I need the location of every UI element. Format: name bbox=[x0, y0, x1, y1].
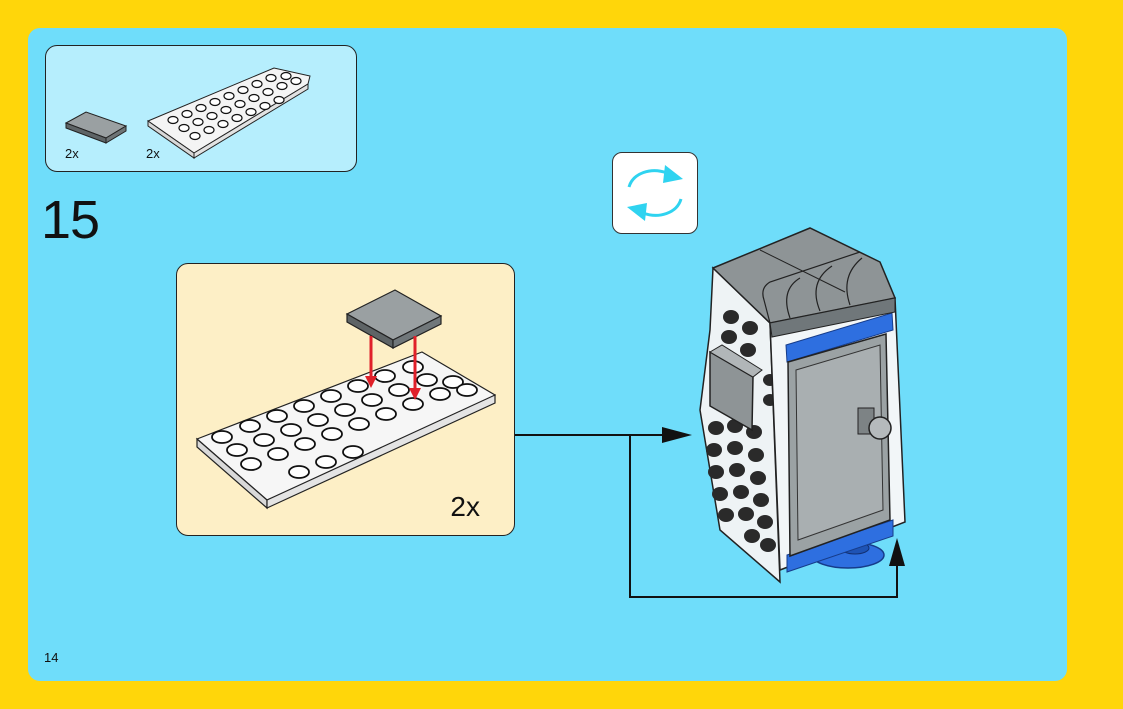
phone-booth-front bbox=[770, 298, 905, 572]
page-number: 14 bbox=[44, 650, 58, 665]
